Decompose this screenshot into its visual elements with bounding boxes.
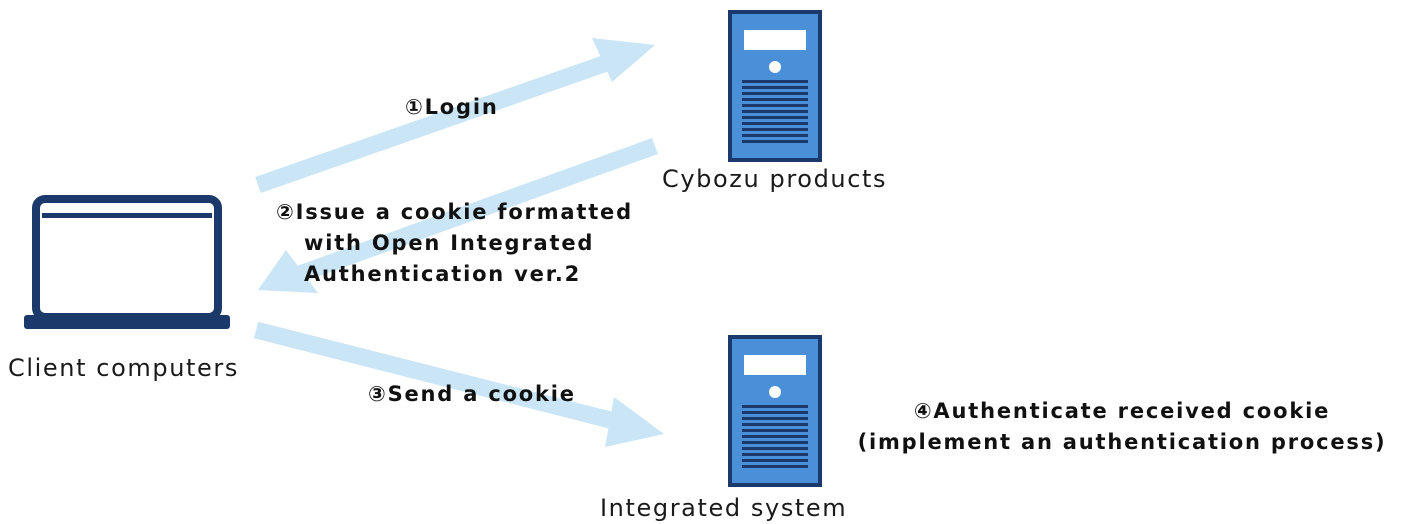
cybozu-server-icon: [728, 10, 822, 162]
integrated-system-label: Integrated system: [600, 494, 848, 522]
step-issue-cookie-line-3: Authentication ver.2: [304, 262, 582, 286]
laptop-icon: [24, 195, 230, 329]
login-arrow: [255, 38, 655, 194]
step-authenticate-line-1: ④Authenticate received cookie: [913, 399, 1331, 423]
step-authenticate-label: ④Authenticate received cookie (implement…: [838, 396, 1406, 458]
cybozu-products-label: Cybozu products: [662, 165, 888, 193]
step-issue-cookie-line-2: with Open Integrated: [304, 231, 595, 255]
send-cookie-arrow: [253, 321, 664, 447]
step-issue-cookie-label: ②Issue a cookie formatted with Open Inte…: [276, 197, 633, 290]
step-issue-cookie-line-1: ②Issue a cookie formatted: [276, 200, 633, 224]
step-send-cookie-line: ③Send a cookie: [368, 382, 576, 406]
step-login-label: ①Login: [405, 92, 499, 123]
step-login-line: ①Login: [405, 95, 499, 119]
integrated-server-icon: [728, 335, 822, 487]
client-computers-label: Client computers: [8, 354, 239, 382]
step-send-cookie-label: ③Send a cookie: [368, 379, 576, 410]
issue-cookie-arrow: [258, 138, 658, 293]
step-authenticate-line-2: (implement an authentication process): [857, 430, 1387, 454]
